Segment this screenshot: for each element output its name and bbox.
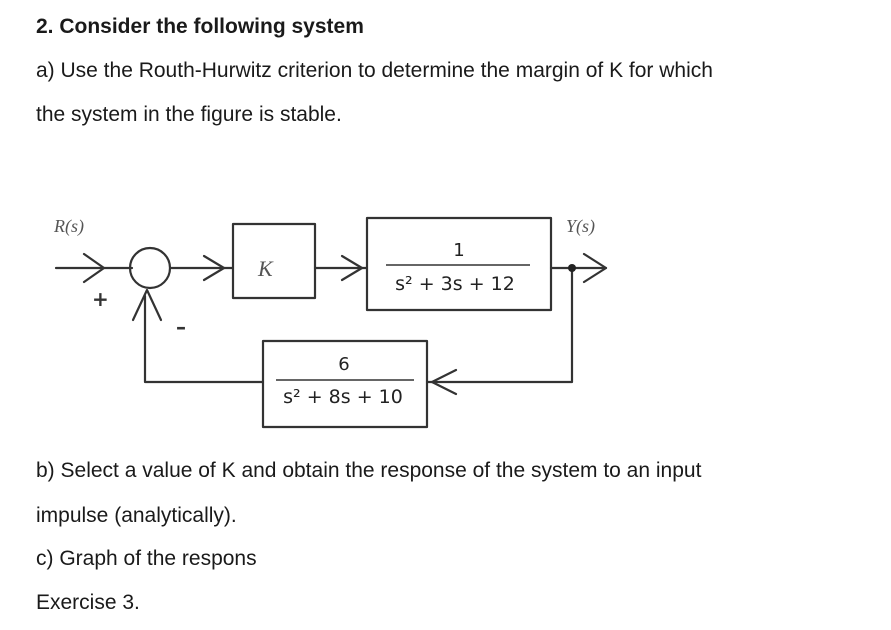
takeoff-point: [568, 264, 576, 272]
input-label: R(s): [53, 216, 84, 237]
feedback-sum-arrowhead: [131, 288, 163, 322]
part-c: c) Graph of the respons: [36, 547, 257, 570]
feedback-path-right: [425, 266, 574, 384]
part-b-line-1: b) Select a value of K and obtain the re…: [36, 459, 702, 482]
input-arrowhead: [82, 252, 106, 284]
plant-block: [365, 216, 553, 312]
summing-junction: [128, 246, 172, 290]
question-heading: 2. Consider the following system: [36, 15, 364, 38]
part-a-line-2: the system in the figure is stable.: [36, 103, 342, 126]
part-a-line-1: a) Use the Routh-Hurwitz criterion to de…: [36, 59, 713, 82]
gain-label: K: [257, 256, 274, 281]
plant-denominator: s² + 3s + 12: [395, 273, 515, 295]
gain-input-arrowhead: [202, 254, 226, 282]
feedback-numerator: 6: [338, 354, 349, 375]
part-b-line-2: impulse (analytically).: [36, 504, 237, 527]
plant-numerator: 1: [453, 240, 464, 261]
feedback-path-left: [143, 294, 265, 384]
output-arrowhead: [582, 252, 608, 284]
feedback-denominator: s² + 8s + 10: [283, 386, 403, 408]
plus-sign: +: [92, 287, 109, 311]
exercise-label: Exercise 3.: [36, 591, 140, 614]
gain-block: [231, 222, 317, 300]
feedback-block: [261, 339, 429, 429]
feedback-arrowhead: [430, 368, 458, 396]
plant-input-arrowhead: [340, 254, 364, 282]
output-label: Y(s): [566, 216, 595, 237]
minus-sign: –: [176, 315, 186, 339]
